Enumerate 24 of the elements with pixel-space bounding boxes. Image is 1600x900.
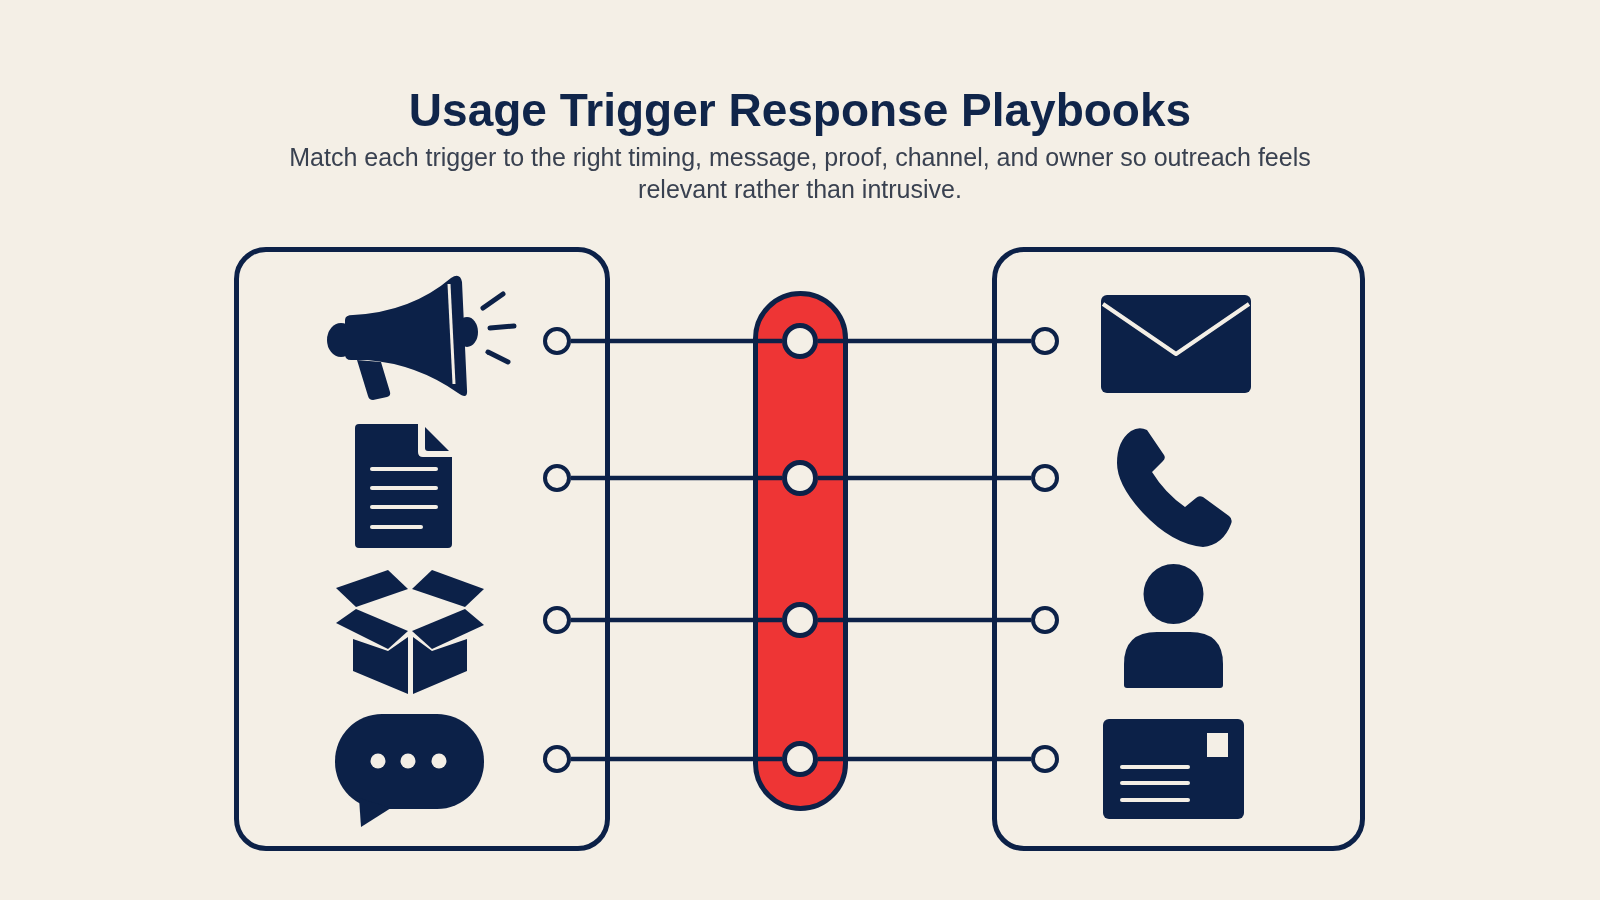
connector-ring (1031, 327, 1059, 355)
connector-line (571, 617, 782, 623)
connector-ring (1031, 606, 1059, 634)
connector-ring (1031, 745, 1059, 773)
subtitle: Match each trigger to the right timing, message, proof, channel, and owner so outreach feels relevant rather than intrusive. (288, 142, 1312, 205)
connector-line (818, 617, 1031, 623)
hub-ring (782, 602, 818, 638)
connector-line (818, 475, 1031, 481)
connector-ring (1031, 464, 1059, 492)
connector-ring (543, 745, 571, 773)
connector-ring (543, 606, 571, 634)
connector-ring (543, 464, 571, 492)
connector-line (571, 756, 782, 762)
connector-line (818, 338, 1031, 344)
hub-ring (782, 323, 818, 359)
rounded-panel (234, 247, 610, 851)
hub-ring (782, 460, 818, 496)
connector-line (571, 475, 782, 481)
title: Usage Trigger Response Playbooks (408, 84, 1192, 136)
rounded-panel (992, 247, 1365, 851)
connector-line (818, 756, 1031, 762)
hub-ring (782, 741, 818, 777)
connector-ring (543, 327, 571, 355)
connector-line (571, 338, 782, 344)
